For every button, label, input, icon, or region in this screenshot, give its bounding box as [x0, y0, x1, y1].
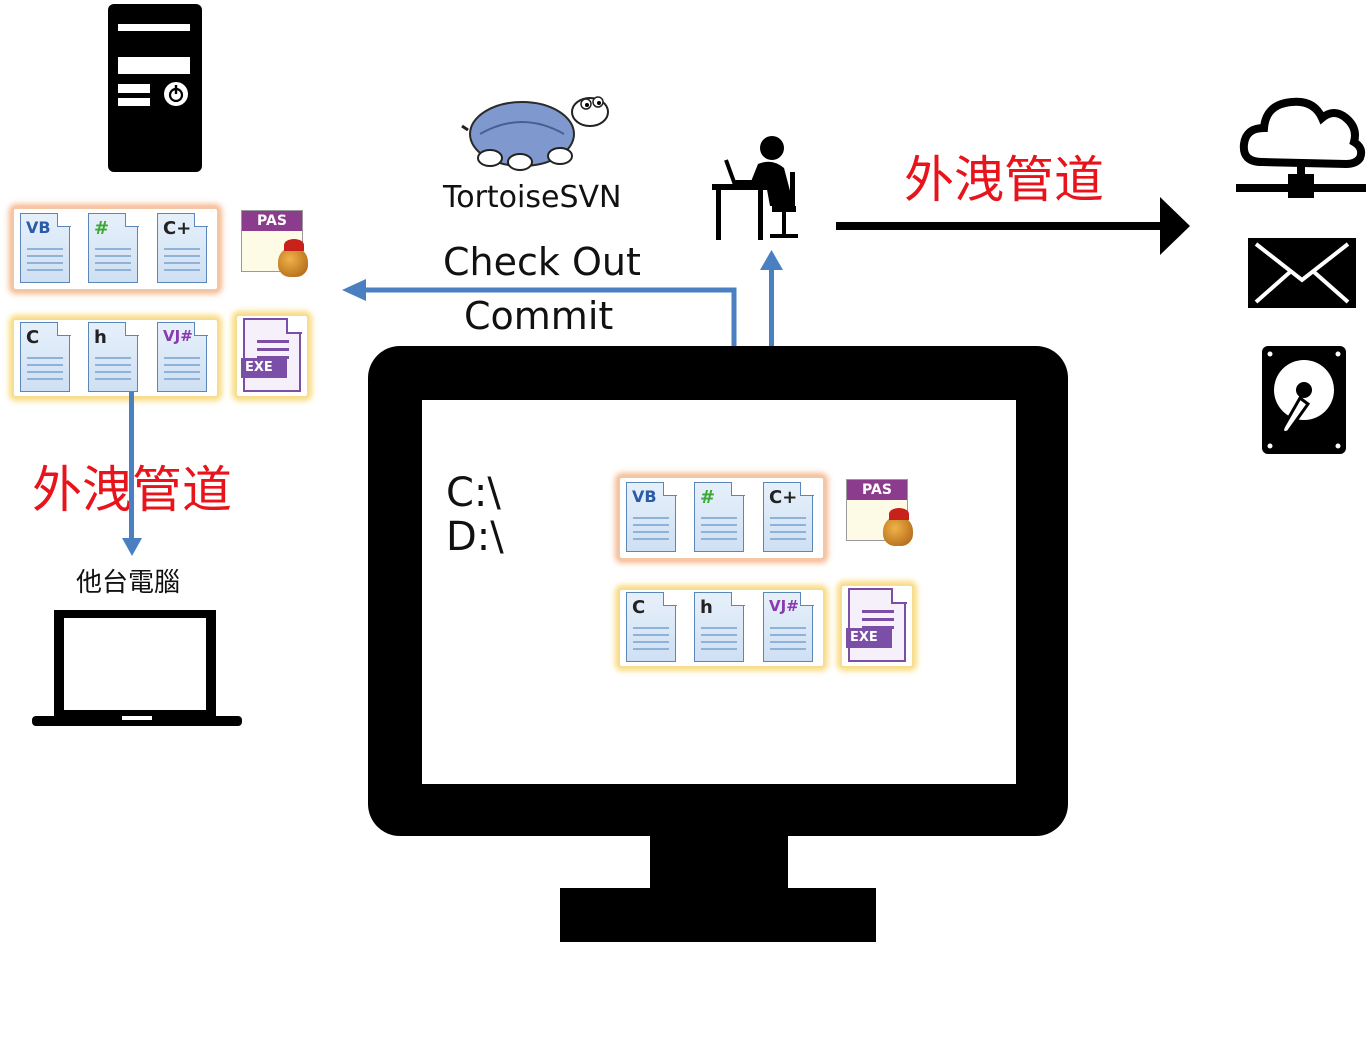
monitor-base	[560, 888, 876, 942]
leak-channel-label-right: 外洩管道	[904, 151, 1104, 209]
screen-c-file-icon: C	[626, 591, 677, 662]
screen-csharp-file-icon: #	[694, 481, 745, 552]
screen-pas-file-icon: PAS	[846, 479, 913, 546]
monitor-neck	[650, 834, 788, 890]
screen-h-file-icon: h	[694, 591, 745, 662]
vjsharp-file-icon: VJ#	[157, 321, 208, 392]
server-icon	[108, 4, 202, 172]
screen-vb-file-icon: VB	[626, 481, 677, 552]
cpp-file-icon: C+	[157, 212, 208, 283]
commit-label: Commit	[464, 294, 614, 338]
tortoisesvn-label: TortoiseSVN	[443, 180, 622, 215]
person-at-desk-icon	[712, 136, 798, 240]
drive-d-label: D:\	[446, 514, 504, 560]
screen-cpp-file-icon: C+	[763, 481, 814, 552]
leak-arrow-right	[836, 197, 1190, 255]
tortoise-icon	[461, 96, 609, 171]
hard-drive-icon	[1262, 346, 1346, 454]
checkout-label: Check Out	[443, 240, 641, 284]
leak-arrow-to-laptop	[122, 392, 142, 556]
h-file-icon: h	[88, 321, 139, 392]
drive-c-label: C:\	[446, 470, 501, 516]
screen-exe-file-icon: EXE	[846, 587, 907, 662]
exe-file-icon: EXE	[241, 317, 302, 392]
laptop-icon	[32, 610, 242, 726]
csharp-file-icon: #	[88, 212, 139, 283]
vb-file-icon: VB	[20, 212, 71, 283]
pas-file-icon: PAS	[241, 210, 308, 277]
cloud-network-icon	[1236, 97, 1366, 198]
mail-icon	[1248, 238, 1356, 308]
screen-vjsharp-file-icon: VJ#	[763, 591, 814, 662]
other-computer-label: 他台電腦	[76, 568, 181, 598]
c-file-icon: C	[20, 321, 71, 392]
